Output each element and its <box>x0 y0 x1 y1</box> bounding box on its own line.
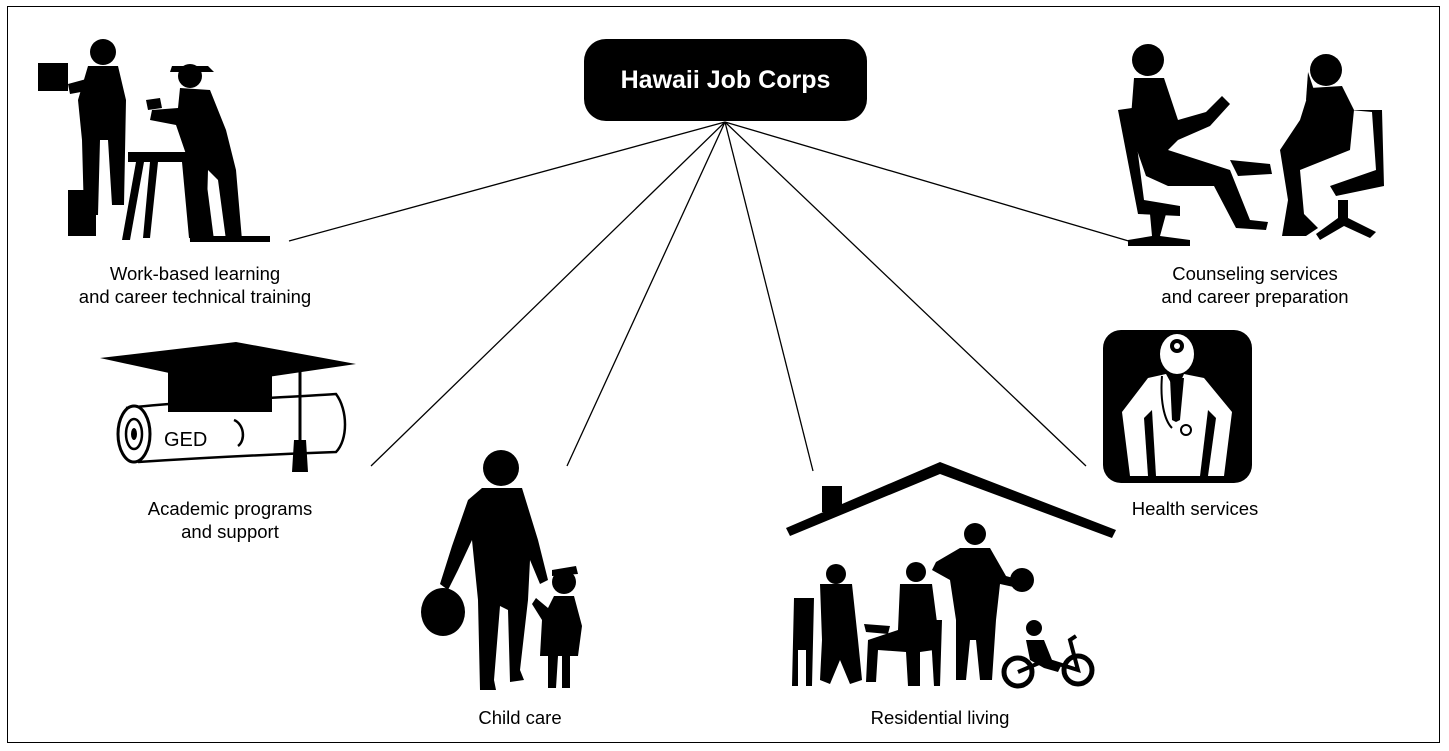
caption-work: Work-based learning and career technical… <box>55 262 335 308</box>
caption-residential: Residential living <box>840 706 1040 729</box>
diploma-label: GED <box>164 429 207 451</box>
caption-health: Health services <box>1110 497 1280 520</box>
connector-academic <box>370 121 726 467</box>
house-with-family-icon <box>786 462 1116 689</box>
connector-childcare <box>566 121 726 467</box>
caption-childcare: Child care <box>440 706 600 729</box>
connector-lines <box>288 121 1133 472</box>
counseling-session-icon <box>1118 44 1384 246</box>
caption-work-line1: Work-based learning <box>109 263 281 284</box>
connector-residential <box>724 121 814 472</box>
caption-counseling-line1: Counseling services <box>1172 263 1338 284</box>
hub-node: Hawaii Job Corps <box>584 39 867 121</box>
caption-academic: Academic programs and support <box>120 497 340 543</box>
caption-academic-line1: Academic programs <box>147 498 313 519</box>
carpentry-workers-icon <box>38 39 270 242</box>
doctor-icon <box>1103 330 1252 483</box>
hub-label: Hawaii Job Corps <box>620 65 831 94</box>
adult-with-child-icon <box>421 450 582 690</box>
connector-health <box>724 121 1087 467</box>
caption-counseling: Counseling services and career preparati… <box>1130 262 1380 308</box>
caption-work-line2: and career technical training <box>78 286 312 307</box>
connector-work <box>288 121 726 242</box>
caption-academic-line2: and support <box>181 521 279 542</box>
caption-childcare-line1: Child care <box>478 707 562 728</box>
caption-health-line1: Health services <box>1131 498 1259 519</box>
caption-counseling-line2: and career preparation <box>1161 286 1349 307</box>
connector-counseling <box>724 121 1133 243</box>
graduation-cap-diploma-icon: GED <box>100 342 356 472</box>
caption-residential-line1: Residential living <box>870 707 1010 728</box>
